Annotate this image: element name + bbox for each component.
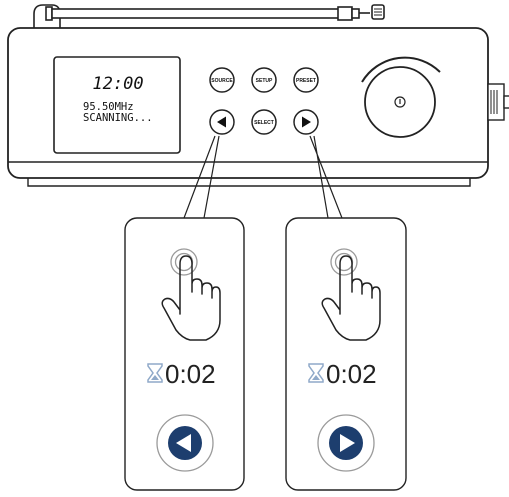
display-time: 12:00 bbox=[92, 74, 143, 94]
left-arrow-icon bbox=[176, 434, 191, 452]
left-button[interactable] bbox=[209, 109, 235, 135]
left-arrow-icon bbox=[217, 116, 226, 128]
previous-button-icon bbox=[156, 414, 214, 472]
finger-press-icon bbox=[321, 248, 381, 341]
next-button-icon bbox=[317, 414, 375, 472]
callout-connector-left bbox=[183, 135, 220, 219]
setup-button-label: SETUP bbox=[256, 78, 273, 84]
hold-time-text: 0:02 bbox=[326, 359, 377, 389]
preset-button[interactable]: PRESET bbox=[293, 67, 319, 93]
display-status: SCANNING... bbox=[83, 112, 153, 124]
display-frequency: 95.50MHz bbox=[83, 101, 134, 113]
right-arrow-icon bbox=[340, 434, 355, 452]
hourglass-icon bbox=[147, 363, 163, 383]
power-knob[interactable] bbox=[361, 56, 441, 138]
instruction-panel-previous: 0:02 bbox=[124, 217, 245, 491]
side-connector bbox=[487, 83, 509, 121]
preset-button-label: PRESET bbox=[296, 78, 316, 84]
right-button[interactable] bbox=[293, 109, 319, 135]
instruction-panel-next: 0:02 bbox=[285, 217, 407, 491]
setup-button[interactable]: SETUP bbox=[251, 67, 277, 93]
power-icon bbox=[394, 96, 406, 108]
source-button[interactable]: SOURCE bbox=[209, 67, 235, 93]
select-button[interactable]: SELECT bbox=[251, 109, 277, 135]
select-button-label: SELECT bbox=[254, 120, 274, 126]
callout-connector-right bbox=[309, 135, 343, 219]
antenna bbox=[33, 4, 385, 28]
right-arrow-icon bbox=[302, 116, 311, 128]
source-button-label: SOURCE bbox=[211, 78, 233, 84]
hold-time-text: 0:02 bbox=[165, 359, 216, 389]
finger-press-icon bbox=[161, 248, 221, 341]
hourglass-icon bbox=[308, 363, 324, 383]
lcd-screen: 12:00 95.50MHz SCANNING... bbox=[53, 56, 181, 154]
